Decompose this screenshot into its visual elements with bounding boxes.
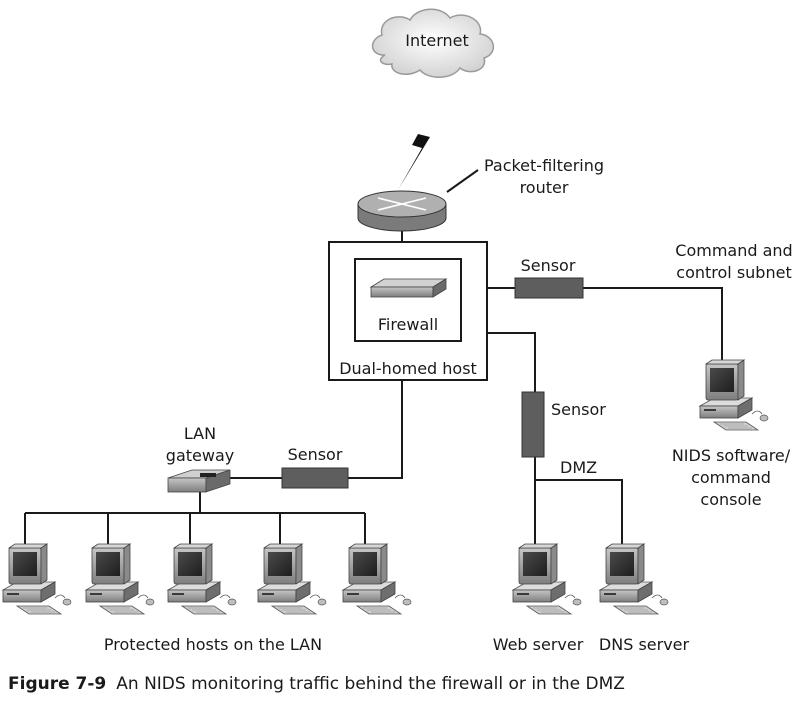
lan-host-computer-icon [2, 543, 72, 615]
web-server-label: Web server [492, 635, 584, 654]
figure-caption-text: An NIDS monitoring traffic behind the fi… [116, 674, 625, 694]
figure-caption: Figure 7-9 An NIDS monitoring traffic beh… [8, 674, 625, 694]
dns-server-label: DNS server [598, 635, 690, 654]
lan-sensor-label: Sensor [287, 445, 343, 464]
command-subnet-label-line1: Command and [675, 241, 793, 260]
firewall-appliance-icon [369, 278, 448, 298]
lan-host-computer-icon [257, 543, 327, 615]
nids-label-line1: NIDS software/ [671, 446, 791, 465]
dmz-label: DMZ [560, 458, 598, 477]
dmz-sensor-label: Sensor [551, 400, 606, 419]
nids-console-computer-icon [699, 359, 769, 431]
web-server-computer-icon [512, 543, 582, 615]
nids-label-line3: console [700, 490, 762, 509]
firewall-box [354, 258, 462, 342]
internet-cloud-icon [371, 8, 494, 78]
internet-label: Internet [405, 31, 469, 50]
lan-gateway-label-line2: gateway [165, 446, 235, 465]
figure-number: Figure 7-9 [8, 674, 107, 694]
firewall-label: Firewall [377, 315, 439, 334]
lan-host-computer-icon [342, 543, 412, 615]
command-subnet-label-line2: control subnet [676, 263, 792, 282]
dual-homed-host-label: Dual-homed host [339, 359, 477, 378]
lan-sensor [281, 467, 349, 489]
wan-link-lightning-icon [398, 92, 441, 190]
command-subnet-sensor [514, 277, 584, 299]
router-icon [357, 190, 447, 232]
lan-host-computer-icon [167, 543, 237, 615]
dns-server-computer-icon [599, 543, 669, 615]
lan-gateway-icon [167, 469, 231, 493]
nids-label-line2: command [691, 468, 771, 487]
lan-gateway-label-line1: LAN [183, 424, 217, 443]
protected-hosts-label: Protected hosts on the LAN [103, 635, 323, 654]
lan-host-computer-icon [85, 543, 155, 615]
router-label-line1: Packet-filtering [483, 156, 605, 175]
dmz-sensor [521, 391, 545, 458]
command-sensor-label: Sensor [520, 256, 576, 275]
router-label-line2: router [519, 178, 569, 197]
